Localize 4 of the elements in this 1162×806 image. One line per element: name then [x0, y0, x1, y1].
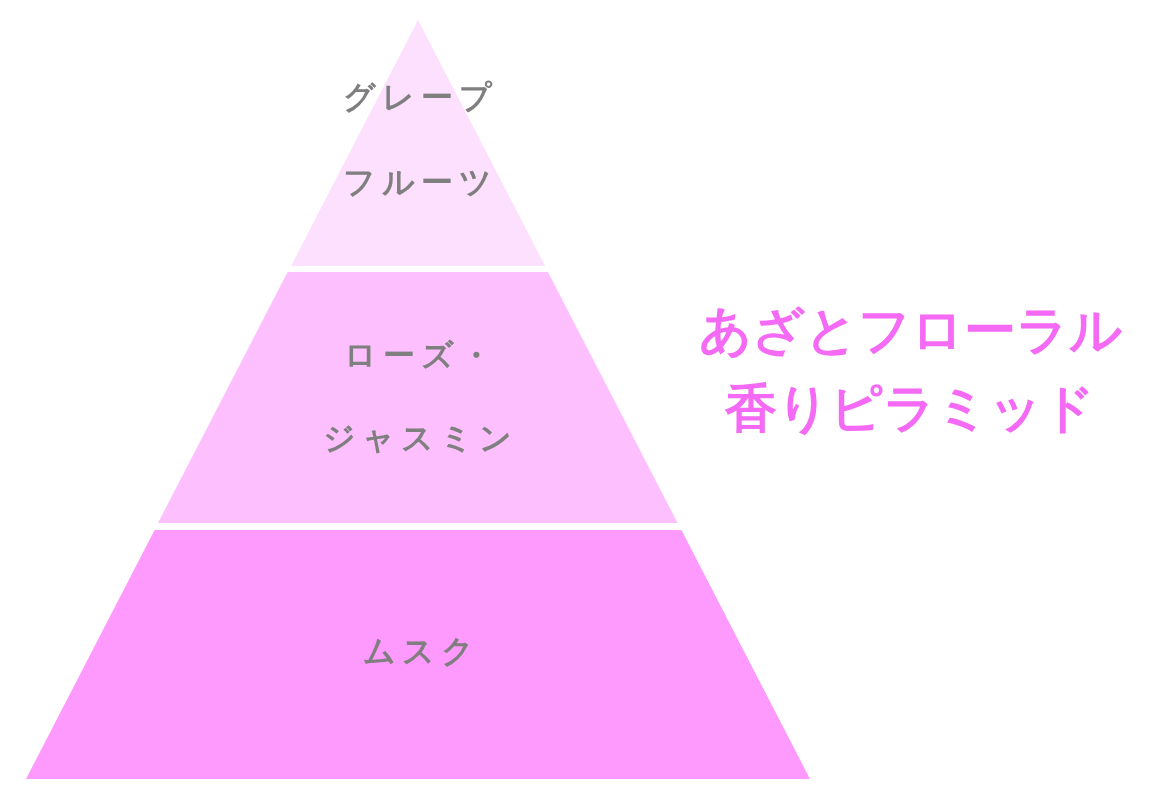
tier-label: ムスク: [361, 631, 481, 672]
tier-label: ローズ・ジャスミン: [322, 334, 520, 459]
tier-label: グレープフルーツ: [342, 76, 500, 203]
diagram-title: あざとフローラル香りピラミッド: [697, 299, 1123, 440]
